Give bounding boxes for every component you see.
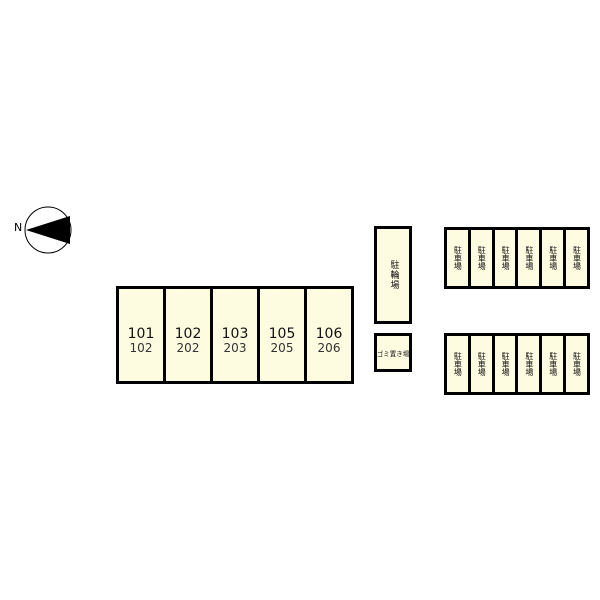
parking-space: 駐車場 [470,230,492,286]
parking-space-label: 駐車場 [477,246,487,270]
unit-upper-number: 205 [270,341,294,355]
compass-north-label: N [14,221,23,234]
north-arrow-icon [24,206,72,254]
parking-space: 駐車場 [518,230,540,286]
unit-upper-number: 206 [317,341,341,355]
parking-space-label: 駐車場 [572,352,582,376]
bicycle-parking-label: 駐輪場 [388,260,399,290]
unit-103: 103 203 [213,289,257,381]
parking-space-label: 駐車場 [524,246,534,270]
unit-ground-number: 106 [315,326,343,342]
parking-space-label: 駐車場 [572,246,582,270]
compass: N [14,204,74,256]
parking-space: 駐車場 [494,230,516,286]
unit-ground-number: 102 [174,326,202,342]
unit-105: 105 205 [260,289,304,381]
unit-ground-number: 103 [221,326,249,342]
unit-upper-number: 102 [129,341,153,355]
parking-space: 駐車場 [518,336,540,392]
parking-row-top: 駐車場 駐車場 駐車場 駐車場 駐車場 駐車場 [444,227,590,289]
parking-space: 駐車場 [447,336,468,392]
unit-101: 101 102 [119,289,163,381]
parking-space-label: 駐車場 [548,246,558,270]
parking-space: 駐車場 [447,230,468,286]
unit-102: 102 202 [166,289,210,381]
garbage-area: ゴミ置き場 [374,333,412,372]
parking-space-label: 駐車場 [501,246,511,270]
parking-space-label: 駐車場 [524,352,534,376]
parking-space: 駐車場 [566,230,587,286]
unit-ground-number: 105 [268,326,296,342]
unit-upper-number: 202 [176,341,200,355]
parking-space: 駐車場 [470,336,492,392]
parking-space-label: 駐車場 [453,246,463,270]
parking-space: 駐車場 [542,336,564,392]
unit-upper-number: 203 [223,341,247,355]
parking-space-label: 駐車場 [453,352,463,376]
parking-space: 駐車場 [494,336,516,392]
parking-row-bottom: 駐車場 駐車場 駐車場 駐車場 駐車場 駐車場 [444,333,590,395]
bicycle-parking: 駐輪場 [374,226,412,324]
parking-space: 駐車場 [542,230,564,286]
garbage-area-label: ゴミ置き場 [376,349,410,358]
apartment-building: 101 102 102 202 103 203 105 205 106 206 [116,286,354,384]
parking-space-label: 駐車場 [548,352,558,376]
unit-ground-number: 101 [127,326,155,342]
unit-106: 106 206 [307,289,351,381]
parking-space-label: 駐車場 [477,352,487,376]
parking-space-label: 駐車場 [501,352,511,376]
parking-space: 駐車場 [566,336,587,392]
